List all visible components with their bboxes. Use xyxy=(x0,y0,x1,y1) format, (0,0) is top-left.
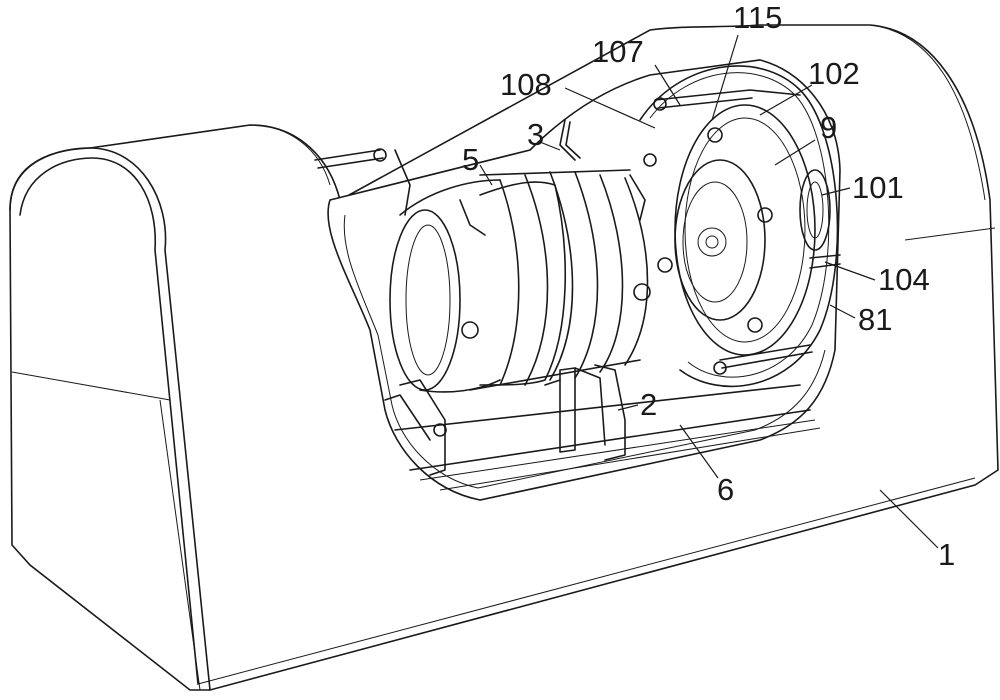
label-1: 1 xyxy=(938,537,955,572)
label-5: 5 xyxy=(462,142,479,177)
label-81: 81 xyxy=(858,302,892,337)
label-115: 115 xyxy=(733,0,782,35)
label-2: 2 xyxy=(640,387,657,422)
housing-window xyxy=(328,60,840,500)
label-108: 108 xyxy=(500,67,552,102)
label-3: 3 xyxy=(527,117,544,152)
label-102: 102 xyxy=(808,56,860,91)
label-101: 101 xyxy=(852,170,904,205)
label-107: 107 xyxy=(592,34,644,69)
label-6: 6 xyxy=(717,472,734,507)
label-9: 9 xyxy=(820,110,837,145)
label-104: 104 xyxy=(878,262,930,297)
